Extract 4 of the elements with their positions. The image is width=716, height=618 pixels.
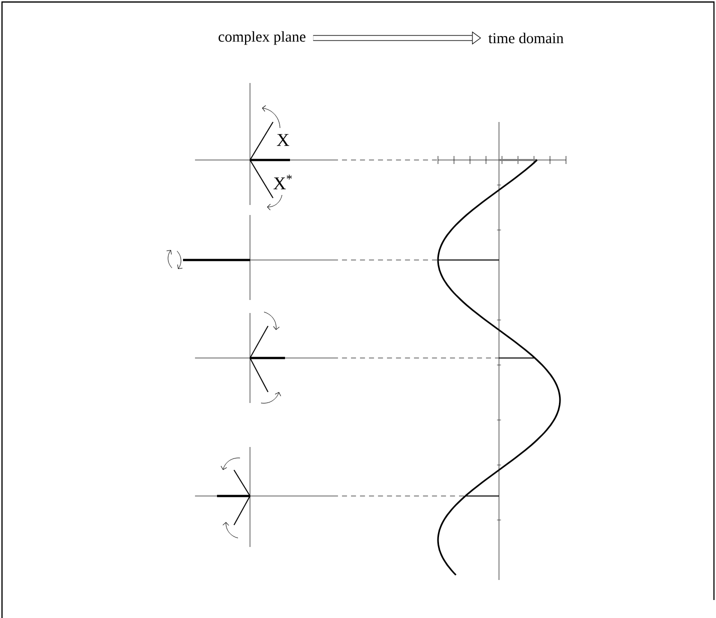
phasor-label: X$^{*}$ [274, 174, 292, 190]
heading-text: time domain [488, 32, 564, 44]
heading-text: complex plane [218, 31, 306, 45]
phasor-label: X [276, 134, 290, 146]
